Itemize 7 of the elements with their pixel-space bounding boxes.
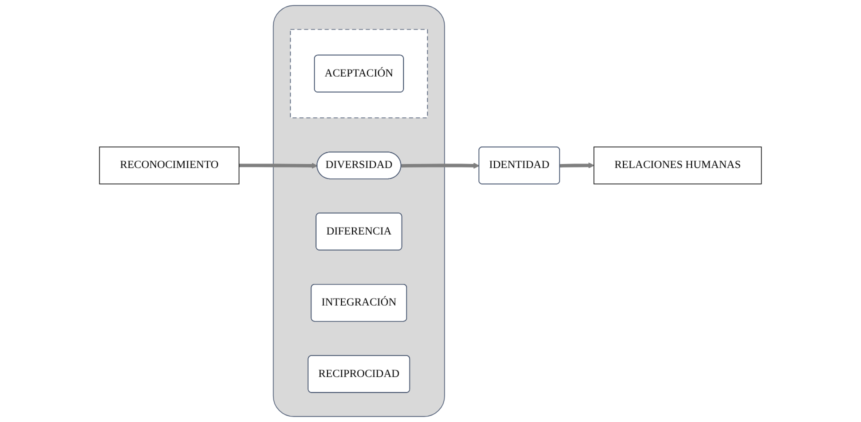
arrow: [401, 162, 480, 169]
node-box: RELACIONES HUMANAS: [594, 146, 762, 184]
arrow: [560, 162, 594, 168]
arrow: [239, 162, 318, 169]
node-box: RECONOCIMIENTO: [99, 146, 240, 184]
cluster: [290, 29, 428, 118]
cluster: [273, 5, 445, 417]
